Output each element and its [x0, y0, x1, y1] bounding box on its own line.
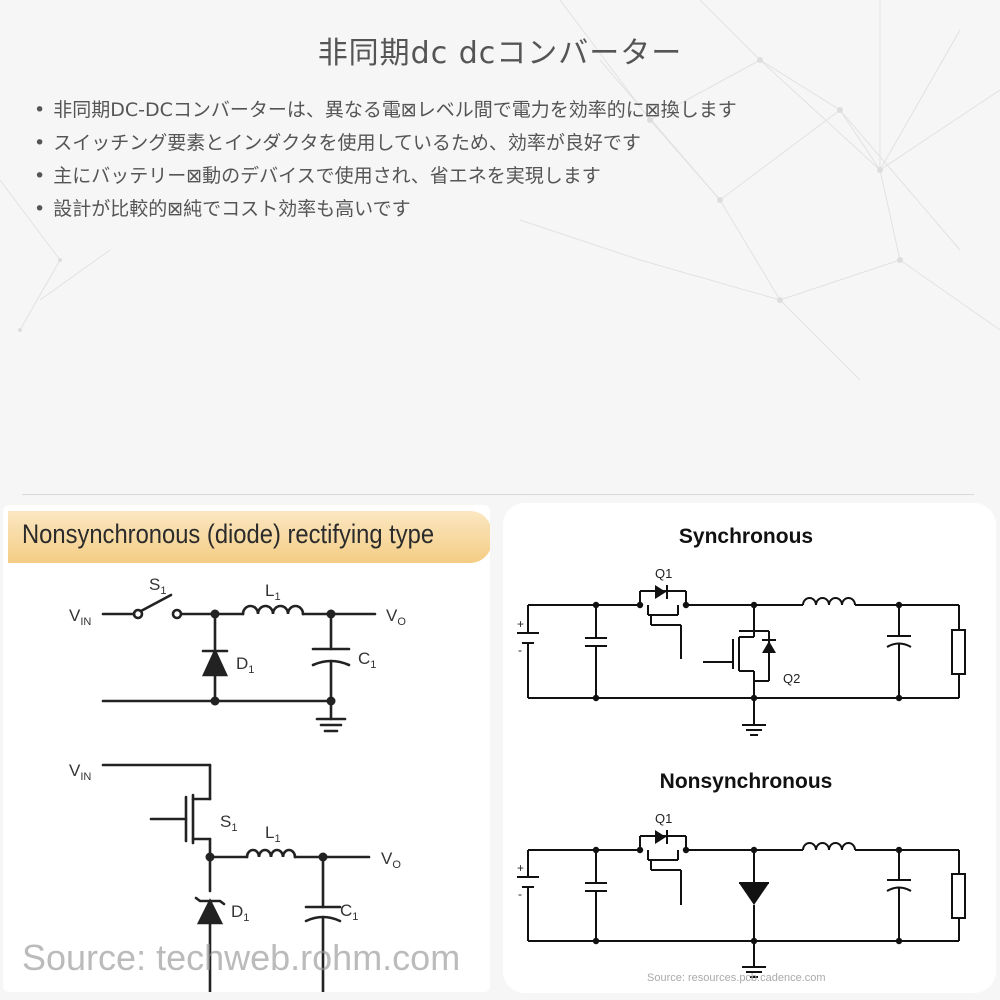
svg-text:S1: S1 — [220, 812, 237, 834]
source-credit-right: Source: resources.pcb.cadence.com — [647, 972, 826, 984]
bullet-item: 設計が比較的⊠純でコスト効率も高いです — [34, 193, 737, 226]
plus-label: + — [517, 861, 524, 875]
svg-text:S1: S1 — [149, 575, 166, 597]
bullet-list: 非同期DC-DCコンバーターは、異なる電⊠レベル間で電力を効率的に⊠換します ス… — [34, 94, 737, 226]
buck-converter-circuits: Synchronous Nonsynchronous — [517, 525, 966, 978]
capacitor-label: C — [358, 649, 370, 668]
top-circuit — [101, 593, 377, 733]
switch-subscript: 1 — [160, 585, 166, 597]
capacitor-subscript: 1 — [370, 659, 376, 671]
vo-subscript: O — [392, 859, 401, 871]
diode-rectifier-circuits: VIN S1 L1 D1 C1 VO VIN S1 L1 D1 C1 VO — [69, 575, 406, 992]
inductor-subscript: 1 — [274, 591, 280, 603]
synchronous-circuit — [517, 590, 966, 736]
freewheel-diode-icon — [739, 883, 769, 905]
capacitor-subscript: 1 — [352, 911, 358, 923]
q1-label: Q1 — [655, 566, 672, 581]
svg-text:C1: C1 — [358, 649, 376, 671]
svg-text:VO: VO — [386, 606, 406, 628]
vo-label: V — [381, 849, 393, 868]
svg-text:L1: L1 — [265, 823, 281, 845]
q1-body-diode-icon — [655, 830, 666, 844]
vo-subscript: O — [397, 616, 406, 628]
synchronous-title: Synchronous — [679, 525, 813, 548]
svg-text:VIN: VIN — [69, 606, 91, 628]
diode-subscript: 1 — [243, 912, 249, 924]
synchronous-vs-nonsynchronous-panel: Synchronous Nonsynchronous — [503, 503, 996, 993]
q2-label: Q2 — [783, 671, 800, 686]
vin-subscript: IN — [80, 616, 91, 628]
bullet-item: 非同期DC-DCコンバーターは、異なる電⊠レベル間で電力を効率的に⊠換します — [34, 94, 737, 127]
svg-text:C1: C1 — [340, 901, 358, 923]
svg-text:L1: L1 — [265, 581, 281, 603]
switch-label: S — [220, 812, 231, 831]
inductor-label: L — [265, 581, 274, 600]
plus-label: + — [517, 617, 524, 631]
capacitor-label: C — [340, 901, 352, 920]
nonsynchronous-title: Nonsynchronous — [660, 770, 833, 793]
section-divider — [22, 494, 974, 495]
background-network-decoration — [0, 0, 1000, 381]
page-title: 非同期dc dcコンバーター — [317, 36, 683, 71]
source-credit-left: Source: techweb.rohm.com — [22, 937, 461, 978]
svg-text:VIN: VIN — [69, 761, 91, 783]
diode-label: D — [236, 654, 248, 673]
q2-body-diode-icon — [762, 641, 776, 653]
vin-label: V — [69, 761, 81, 780]
vo-label: V — [386, 606, 398, 625]
svg-text:D1: D1 — [231, 902, 249, 924]
diode-label: D — [231, 902, 243, 921]
bottom-circuit — [101, 763, 371, 992]
nonsynchronous-diode-panel: Nonsynchronous (diode) rectifying type — [3, 505, 490, 992]
minus-label: - — [518, 643, 522, 657]
bullet-item: 主にバッテリー⊠動のデバイスで使用され、省エネを実現します — [34, 160, 737, 193]
bullet-item: スイッチング要素とインダクタを使用しているため、効率が良好です — [34, 127, 737, 160]
inductor-label: L — [265, 823, 274, 842]
switch-subscript: 1 — [231, 822, 237, 834]
svg-text:D1: D1 — [236, 654, 254, 676]
minus-label: - — [518, 887, 522, 901]
q1-label: Q1 — [655, 811, 672, 826]
vin-subscript: IN — [80, 771, 91, 783]
inductor-subscript: 1 — [274, 833, 280, 845]
q1-body-diode-icon — [655, 585, 666, 599]
diagram-banner: Nonsynchronous (diode) rectifying type — [8, 511, 490, 563]
diode-subscript: 1 — [248, 664, 254, 676]
svg-text:VO: VO — [381, 849, 401, 871]
vin-label: V — [69, 606, 81, 625]
switch-label: S — [149, 575, 160, 594]
nonsynchronous-circuit — [517, 835, 966, 978]
diagram-banner-title: Nonsynchronous (diode) rectifying type — [22, 519, 435, 549]
